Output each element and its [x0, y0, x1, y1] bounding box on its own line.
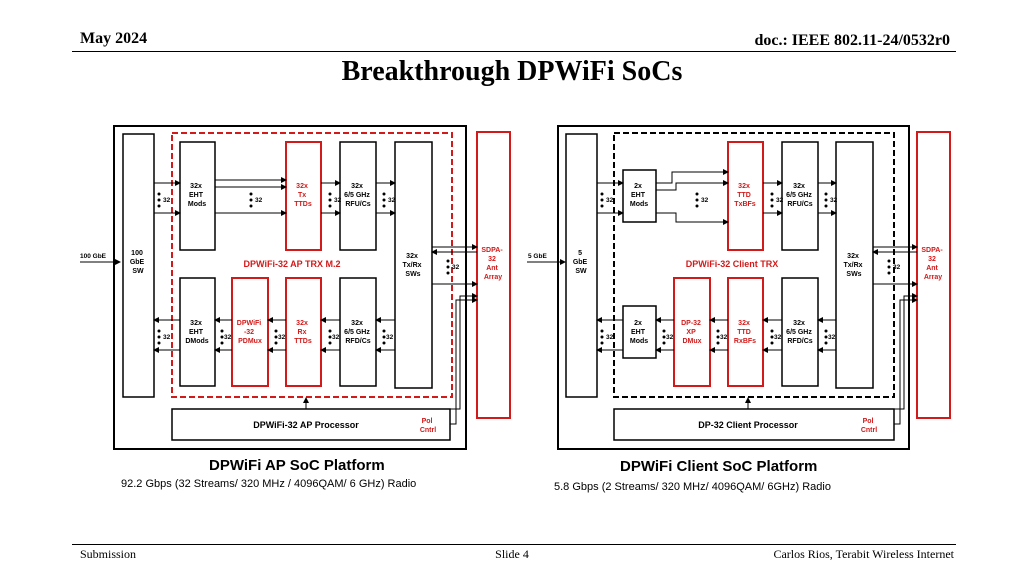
- client-bus-label: 32: [720, 334, 728, 341]
- ap-processor-label: DPWiFi-32 AP Processor: [253, 420, 359, 430]
- ap-processor-block: [171, 408, 451, 441]
- client-bus-label: 32: [776, 197, 784, 204]
- svg-text:32x Tx/Rx SWs: 32x Tx/Rx SWs: [843, 253, 864, 278]
- ap-bus-label: 32: [163, 197, 171, 204]
- ap-bus-label: 32: [334, 197, 342, 204]
- client-eht-mods-block: [622, 169, 657, 223]
- client-5gbe-switch: [565, 133, 598, 398]
- client-platform-spec: 5.8 Gbps (2 Streams/ 320 MHz/ 4096QAM/ 6…: [554, 481, 831, 493]
- svg-text:32x EHT Mods: 32x EHT Mods: [188, 183, 206, 208]
- client-dmux-block: [673, 277, 711, 387]
- client-bus-label: 32: [666, 334, 674, 341]
- client-bus-label: 32: [774, 334, 782, 341]
- client-platform-title: DPWiFi Client SoC Platform: [620, 458, 817, 475]
- header-doc-id: doc.: IEEE 802.11-24/0532r0: [754, 32, 950, 49]
- ap-bus-label: 32: [163, 334, 171, 341]
- client-input-label: 5 GbE: [528, 253, 547, 260]
- ap-bus-label: 32: [452, 264, 460, 271]
- svg-text:32x 6/5 GHz RFD/Cs: 32x 6/5 GHz RFD/Cs: [344, 320, 372, 345]
- client-bus-label: 32: [606, 334, 614, 341]
- ap-sw-line-2: GbE: [130, 259, 145, 266]
- svg-text:32x 6/5 GHz RFU/Cs: 32x 6/5 GHz RFU/Cs: [786, 183, 814, 208]
- client-bus-label: 32: [701, 197, 709, 204]
- svg-text:32x TTD TxBFs: 32x TTD TxBFs: [734, 183, 756, 208]
- svg-text:32x Rx TTDs: 32x Rx TTDs: [294, 320, 312, 345]
- svg-text:2x EHT Mods: 2x EHT Mods: [630, 320, 648, 345]
- ap-bus-label: 32: [255, 197, 263, 204]
- svg-text:32x TTD RxBFs: 32x TTD RxBFs: [734, 320, 756, 345]
- ap-pdmux-block: [231, 277, 269, 387]
- client-rfd-block: [781, 277, 819, 387]
- header-date: May 2024: [80, 30, 148, 47]
- svg-text:32x 6/5 GHz RFD/Cs: 32x 6/5 GHz RFD/Cs: [786, 320, 814, 345]
- ap-trx-m2-frame: [171, 132, 453, 398]
- footer-slide-number: Slide 4: [495, 547, 529, 561]
- svg-text:Pol Cntrl: Pol Cntrl: [861, 418, 877, 434]
- client-ttd-txbfs-block: [727, 141, 764, 251]
- svg-text:SDPA- 32 Ant: SDPA- 32 Ant Array: [481, 247, 504, 281]
- svg-text:DPWiFi -32 PDMux: DPWiFi -32 PDMux: [237, 320, 263, 345]
- client-platform-frame: [557, 125, 910, 450]
- ap-bus-label: 32: [224, 334, 232, 341]
- client-bus-label: 32: [893, 264, 901, 271]
- client-processor-block: [613, 408, 895, 441]
- client-antenna-array: [916, 131, 951, 419]
- ap-trx-label: DPWiFi-32 AP TRX M.2: [244, 259, 341, 269]
- svg-text:Pol Cntrl: Pol Cntrl: [420, 418, 436, 434]
- ap-bus-label: 32: [278, 334, 286, 341]
- ap-sw-line-1: 100: [131, 250, 143, 257]
- svg-text:32x EHT DMods: 32x EHT DMods: [185, 320, 208, 345]
- client-trx-label: DPWiFi-32 Client TRX: [686, 259, 778, 269]
- ap-input-label: 100 GbE: [80, 253, 107, 260]
- ap-bus-label: 32: [332, 334, 340, 341]
- ap-txrx-switches-block: [394, 141, 433, 389]
- client-bus-label: 32: [606, 197, 614, 204]
- ap-tx-ttds-block: [285, 141, 322, 251]
- ap-platform-title: DPWiFi AP SoC Platform: [209, 457, 385, 474]
- ap-antenna-array: [476, 131, 511, 419]
- header-rule: [72, 51, 956, 52]
- ap-eht-dmods-block: [179, 277, 216, 387]
- ap-bus-label: 32: [386, 334, 394, 341]
- footer-submission: Submission: [80, 547, 137, 561]
- svg-text:2x EHT Mods: 2x EHT Mods: [630, 183, 648, 208]
- ap-rfu-block: [339, 141, 377, 251]
- ap-platform-frame: [113, 125, 467, 450]
- slide-title: Breakthrough DPWiFi SoCs: [341, 56, 683, 87]
- ap-rfd-block: [339, 277, 377, 387]
- client-txrx-switches-block: [835, 141, 874, 389]
- ap-rx-ttds-block: [285, 277, 322, 387]
- svg-text:32x Tx/Rx SWs: 32x Tx/Rx SWs: [402, 253, 423, 278]
- svg-text:SDPA- 32 Ant: SDPA- 32 Ant Array: [921, 247, 944, 281]
- ap-100gbe-switch: [122, 133, 155, 398]
- ap-sw-line-3: SW: [132, 268, 144, 275]
- client-rfu-block: [781, 141, 819, 251]
- client-eht-dmods-block: [622, 305, 657, 359]
- svg-text:32x Tx TTDs: 32x Tx TTDs: [294, 183, 312, 208]
- footer-rule: [72, 544, 956, 545]
- client-ttd-rxbfs-block: [727, 277, 764, 387]
- client-bus-label: 32: [830, 197, 838, 204]
- svg-text:32x 6/5 GHz RFU/Cs: 32x 6/5 GHz RFU/Cs: [344, 183, 372, 208]
- client-bus-label: 32: [828, 334, 836, 341]
- ap-bus-label: 32: [388, 197, 396, 204]
- client-platform: 5 GbE 5 GbE SW 2x EHT Mods 32x TTD TxBFs…: [527, 125, 951, 493]
- svg-text:5 GbE SW: 5 GbE SW: [573, 250, 589, 275]
- svg-text:DP-32 XP DMux: DP-32 XP DMux: [681, 320, 703, 345]
- svg-text:100 GbE SW: 100 GbE SW: [130, 250, 146, 275]
- ap-eht-mods-block: [179, 141, 216, 251]
- ap-platform: 100 GbE 100 GbE SW 32x EHT Mods 32x Tx T…: [80, 125, 511, 490]
- client-trx-frame: [613, 132, 895, 398]
- footer-author: Carlos Rios, Terabit Wireless Internet: [773, 547, 954, 561]
- client-processor-label: DP-32 Client Processor: [698, 420, 798, 430]
- ap-platform-spec: 92.2 Gbps (32 Streams/ 320 MHz / 4096QAM…: [121, 478, 416, 490]
